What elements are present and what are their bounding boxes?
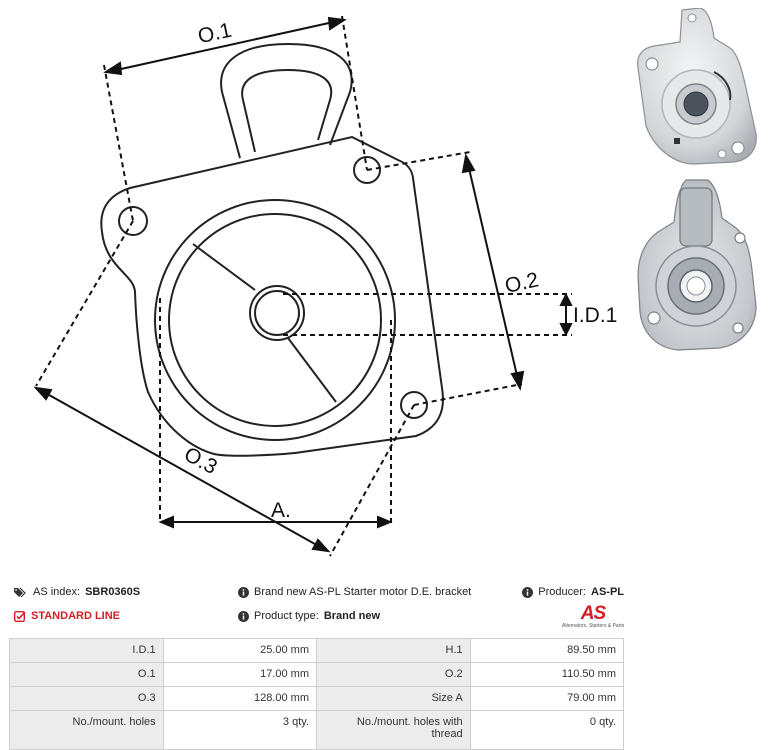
spec-value: 0 qty. (469, 710, 625, 750)
flange-outline (100, 135, 444, 457)
top-loop-inner (241, 68, 333, 153)
spec-label: I.D.1 (9, 638, 164, 663)
spec-value: 79.00 mm (469, 686, 625, 711)
info-icon (522, 586, 534, 598)
checkbox-icon (14, 610, 26, 622)
inner-ring (168, 213, 382, 427)
mount-hole-top (353, 156, 381, 184)
table-row: O.3 128.00 mm Size A 79.00 mm (9, 686, 625, 711)
mount-hole-bottom (400, 391, 428, 419)
info-icon (238, 610, 249, 622)
spec-label: Size A (316, 686, 471, 711)
tags-icon (14, 587, 26, 597)
table-row: I.D.1 25.00 mm H.1 89.50 mm (9, 638, 625, 663)
product-type-value: Brand new (323, 610, 381, 622)
product-photo-back (637, 179, 757, 351)
description-text: Brand new AS-PL Starter motor D.E. brack… (254, 586, 472, 598)
description: Brand new AS-PL Starter motor D.E. brack… (238, 586, 471, 598)
specs-table: I.D.1 25.00 mm H.1 89.50 mm O.1 17.00 mm… (9, 638, 625, 750)
spec-value: 128.00 mm (162, 686, 318, 711)
mount-hole-left (118, 206, 148, 236)
product-type-label: Product type: (254, 610, 319, 622)
label-a: A. (271, 499, 291, 522)
spec-label: H.1 (316, 638, 471, 663)
wedge (192, 243, 337, 403)
product-info: AS index: SBR0360S Brand new AS-PL Start… (14, 586, 624, 634)
bore-outer (249, 285, 305, 341)
producer: Producer: AS-PL (522, 586, 624, 598)
product-line: STANDARD LINE (14, 610, 120, 622)
label-o3: O.3 (180, 443, 221, 479)
spec-label: O.3 (9, 686, 164, 711)
producer-label: Producer: (538, 586, 586, 598)
as-logo: AS Alternators, Starters & Parts (562, 604, 624, 632)
logo-mark: AS (580, 603, 606, 624)
product-type: Product type: Brand new (238, 610, 380, 622)
info-icon (238, 586, 249, 598)
bore-inner (254, 290, 300, 336)
label-id1: I.D.1 (573, 304, 617, 327)
spec-value: 17.00 mm (162, 662, 318, 687)
as-index-value: SBR0360S (85, 586, 141, 598)
spec-value: 89.50 mm (469, 638, 625, 663)
table-row: No./mount. holes 3 qty. No./mount. holes… (9, 710, 625, 750)
producer-value: AS-PL (591, 586, 624, 598)
outer-ring (154, 199, 396, 441)
spec-value: 25.00 mm (162, 638, 318, 663)
spec-label: O.2 (316, 662, 471, 687)
spec-label: No./mount. holes with thread (316, 710, 471, 750)
product-photo-front (637, 8, 757, 165)
table-row: O.1 17.00 mm O.2 110.50 mm (9, 662, 625, 687)
product-line-text: STANDARD LINE (31, 610, 121, 622)
spec-value: 110.50 mm (469, 662, 625, 687)
spec-value: 3 qty. (162, 710, 318, 750)
spec-label: O.1 (9, 662, 164, 687)
label-o1: O.1 (196, 19, 234, 49)
as-index-label: AS index: (33, 586, 81, 598)
spec-label: No./mount. holes (9, 710, 164, 750)
technical-drawing: O.1 O.2 O.3 I.D.1 A. (33, 15, 617, 557)
logo-tagline: Alternators, Starters & Parts (562, 623, 625, 629)
as-index: AS index: SBR0360S (14, 586, 140, 598)
